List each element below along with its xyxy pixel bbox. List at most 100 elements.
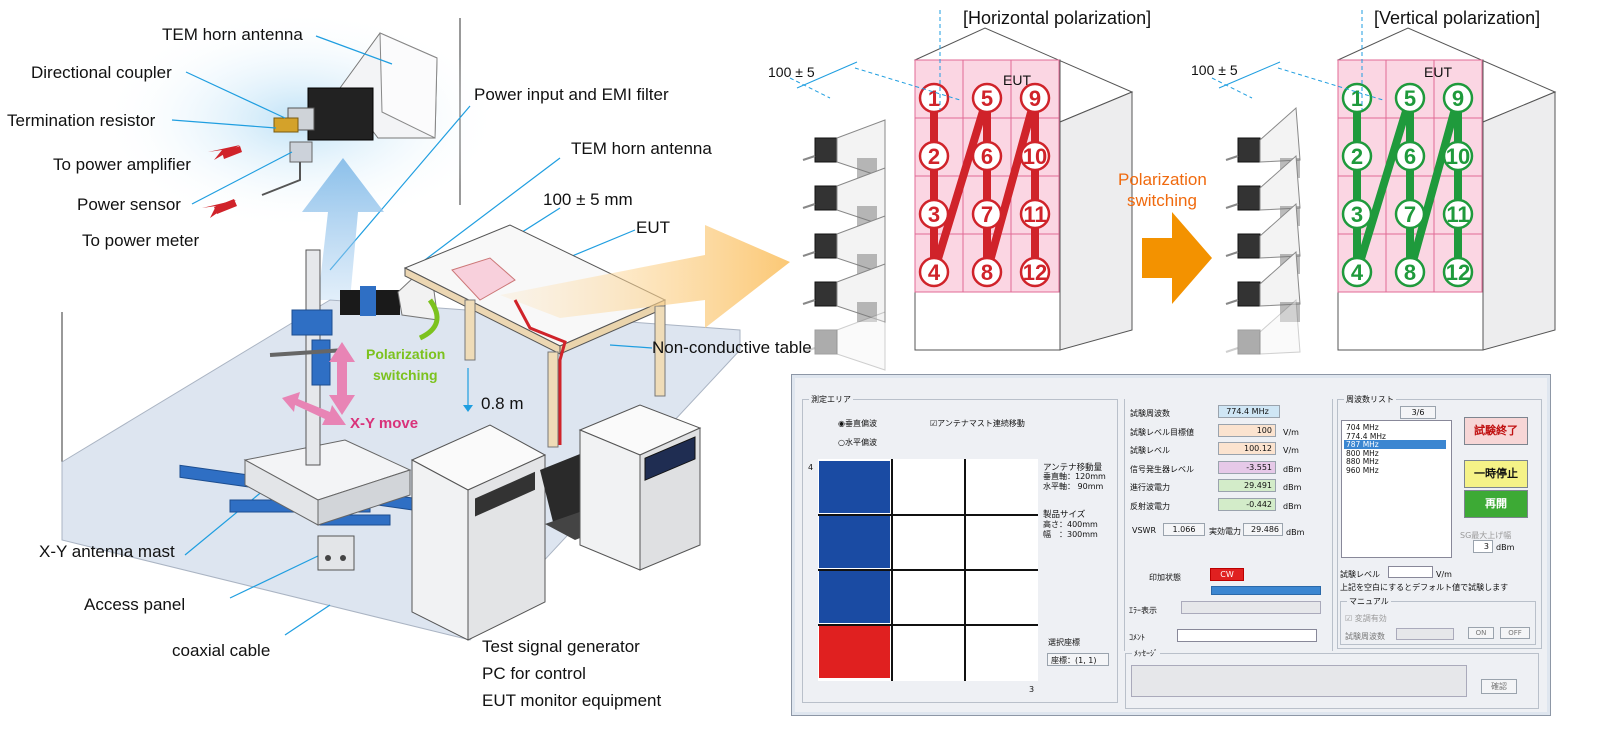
grid-cell[interactable] — [819, 626, 890, 678]
grid-line — [818, 624, 1038, 626]
off-button[interactable]: OFF — [1500, 627, 1530, 639]
test-level-unit: V/m — [1436, 570, 1452, 579]
effective-power-unit: dBm — [1286, 528, 1305, 537]
scan-path — [1353, 94, 1462, 276]
sg-max-checkbox[interactable]: SG最大上げ幅 — [1460, 531, 1512, 540]
modulation-checkbox[interactable]: ☑ 変調有効 — [1345, 614, 1387, 623]
grid-cell[interactable] — [819, 516, 890, 568]
grid-cell[interactable] — [819, 461, 890, 513]
horn-antenna-body — [814, 233, 838, 259]
polarization-switch-arrow — [1142, 212, 1212, 304]
size-height: 高さ：400mm — [1043, 520, 1098, 529]
vertical-polarization-radio[interactable]: ◉垂直偏波 — [838, 419, 877, 428]
horn-antenna-body — [1237, 233, 1261, 259]
grid-cell[interactable] — [892, 516, 963, 568]
horizontal-polarization-radio[interactable]: ○水平偏波 — [838, 438, 877, 447]
manual-group: マニュアル — [1340, 596, 1536, 645]
grid-line — [818, 569, 1038, 571]
scan-point-circle — [1394, 256, 1426, 288]
polarization-switch-label-1: Polarization — [1118, 170, 1207, 189]
tem-horn-detail — [261, 32, 438, 196]
grid-cell[interactable] — [892, 461, 963, 513]
horn-antenna-cable — [802, 203, 816, 209]
apply-state: CW — [1210, 568, 1244, 581]
grid-cell[interactable] — [892, 626, 963, 678]
vswr-label: VSWR — [1132, 526, 1157, 535]
label-access-panel: Access panel — [84, 595, 186, 614]
scan-point-circle — [1394, 198, 1426, 230]
frequency-item[interactable]: 800 MHz — [1346, 448, 1379, 458]
scan-point-number: 10 — [1023, 144, 1047, 169]
frequency-count: 3/6 — [1400, 406, 1436, 419]
measurement-area-title: 測定エリア — [809, 394, 853, 405]
scan-point-circle — [918, 256, 950, 288]
label-eut-monitor: EUT monitor equipment — [482, 691, 662, 710]
scan-point-circle — [971, 82, 1003, 114]
frequency-item[interactable]: 880 MHz — [1346, 457, 1379, 466]
equipment-rack-left — [410, 424, 547, 641]
horn-antenna-cable — [802, 251, 816, 257]
scan-point-number: 1 — [928, 86, 940, 111]
horn-antenna-body — [814, 281, 838, 307]
parameter-label: 試験レベル目標値 — [1130, 427, 1194, 437]
comment-input[interactable] — [1177, 629, 1317, 642]
pause-button[interactable]: 一時停止 — [1464, 460, 1528, 488]
label-power-sensor: Power sensor — [77, 195, 181, 214]
label-power-input-emi: Power input and EMI filter — [474, 85, 669, 104]
message-label: ﾒｯｾｰｼﾞ — [1132, 648, 1160, 659]
parameter-value: 29.491 — [1218, 479, 1276, 492]
manual-frequency-input[interactable] — [1396, 628, 1454, 640]
label-distance: 100 ± 5 mm — [543, 190, 633, 209]
access-panel — [317, 535, 355, 571]
polarization-switch-label-2: switching — [1127, 191, 1197, 210]
scan-point-number: 9 — [1452, 86, 1464, 111]
horizontal-eut-label: EUT — [1003, 72, 1031, 88]
horn-antenna-body — [1237, 329, 1261, 355]
blue-detail-arrow — [302, 158, 384, 300]
vertical-polarization-title: [Vertical polarization] — [1374, 8, 1541, 28]
scan-point-circle — [971, 256, 1003, 288]
apply-state-label: 印加状態 — [1149, 573, 1181, 582]
grid-cell[interactable] — [965, 516, 1036, 568]
horn-antenna-body — [1237, 185, 1261, 211]
red-arrows — [202, 145, 242, 218]
grid-cell[interactable] — [965, 626, 1036, 678]
sg-max-unit: dBm — [1496, 543, 1515, 552]
grid-cell[interactable] — [965, 571, 1036, 623]
scan-point-circle — [918, 82, 950, 114]
sg-max-value[interactable]: 3 — [1473, 540, 1493, 553]
frequency-item[interactable]: 787 MHz — [1344, 440, 1446, 449]
default-note: 上記を空白にするとデフォルト値で試験します — [1340, 583, 1509, 592]
parameter-value: -3.551 — [1218, 460, 1276, 474]
horn-antenna-flare — [836, 311, 886, 371]
parameter-label: 反射波電力 — [1130, 501, 1170, 511]
manual-title: マニュアル — [1347, 596, 1391, 607]
end-test-button[interactable]: 試験終了 — [1464, 417, 1528, 445]
scan-point-circle — [1019, 82, 1051, 114]
on-button[interactable]: ON — [1468, 627, 1494, 639]
confirm-button[interactable]: 確認 — [1481, 679, 1517, 694]
scan-point-number: 7 — [981, 202, 993, 227]
mast-continuous-checkbox[interactable]: ☑アンテナマスト連続移動 — [930, 419, 1025, 428]
scan-point-circle — [1442, 198, 1474, 230]
grid-cell[interactable] — [965, 461, 1036, 513]
horn-antenna-cable — [1225, 155, 1239, 161]
grid-cell[interactable] — [892, 571, 963, 623]
grid-cell[interactable] — [819, 571, 890, 623]
polarization-arrow — [418, 298, 440, 341]
frequency-item[interactable]: 960 MHz — [1346, 465, 1379, 475]
horn-antenna-body — [814, 185, 838, 211]
label-xy-mast: X-Y antenna mast — [39, 542, 175, 561]
frequency-item[interactable]: 774.4 MHz — [1346, 431, 1386, 441]
test-level-input[interactable] — [1388, 566, 1433, 578]
resume-button[interactable]: 再開 — [1464, 490, 1528, 518]
grid-line — [818, 514, 1038, 516]
effective-power-label: 実効電力 — [1209, 527, 1241, 536]
scan-point-circle — [918, 198, 950, 230]
frequency-item[interactable]: 704 MHz — [1346, 423, 1379, 432]
error-field — [1181, 601, 1321, 614]
scan-point-number: 4 — [928, 260, 941, 285]
message-group: ﾒｯｾｰｼﾞ — [1125, 648, 1539, 709]
separator-1 — [1124, 399, 1125, 651]
